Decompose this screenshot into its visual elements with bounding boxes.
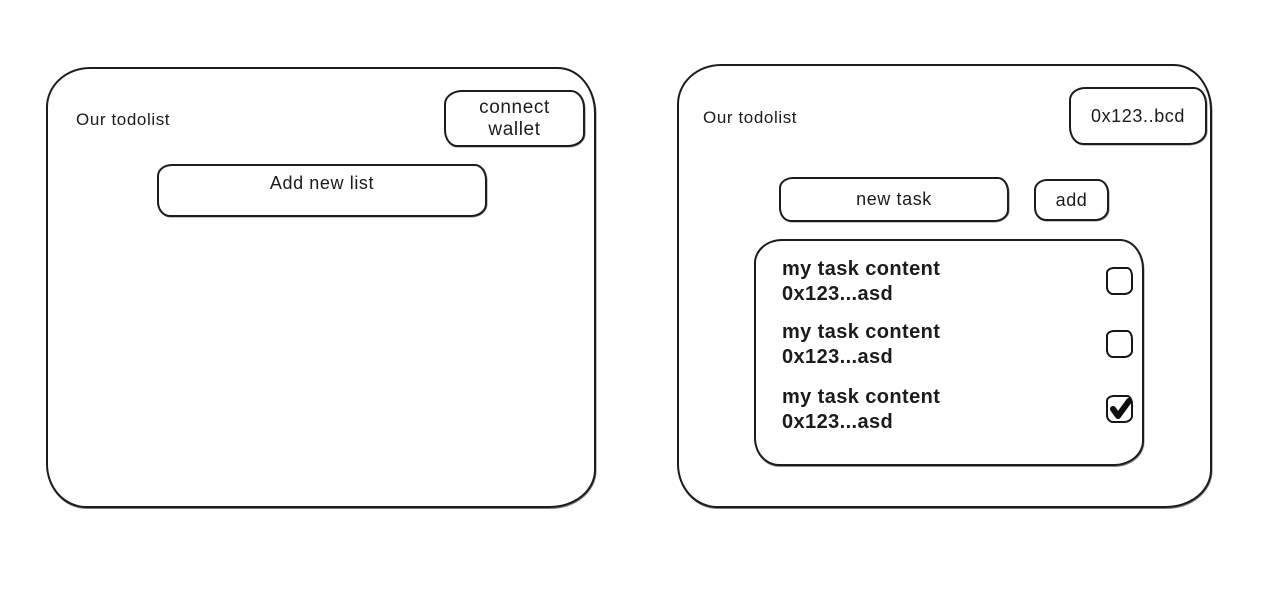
task-checkbox[interactable] [1106, 267, 1133, 295]
app-title: Our todolist [703, 108, 798, 127]
app-title: Our todolist [76, 110, 171, 129]
todolist-panel-connected: Our todolist 0x123..bcd new task add my … [677, 64, 1212, 508]
checkmark-icon [1110, 398, 1132, 419]
wallet-address-button[interactable]: 0x123..bcd [1069, 87, 1207, 145]
task-address: 0x123...asd [782, 346, 894, 368]
task-content: my task content [782, 321, 941, 343]
task-list: my task content 0x123...asd my task cont… [754, 239, 1144, 466]
task-content: my task content [782, 386, 941, 408]
task-checkbox[interactable] [1106, 330, 1133, 358]
task-address: 0x123...asd [782, 411, 894, 433]
task-address: 0x123...asd [782, 283, 894, 305]
task-content: my task content [782, 258, 941, 280]
new-task-input[interactable]: new task [779, 177, 1009, 222]
todolist-panel-disconnected: Our todolist connect wallet Add new list [46, 67, 596, 508]
add-new-list-button[interactable]: Add new list [157, 164, 487, 217]
add-task-button[interactable]: add [1034, 179, 1109, 221]
task-checkbox[interactable] [1106, 395, 1133, 423]
connect-wallet-button[interactable]: connect wallet [444, 90, 585, 147]
